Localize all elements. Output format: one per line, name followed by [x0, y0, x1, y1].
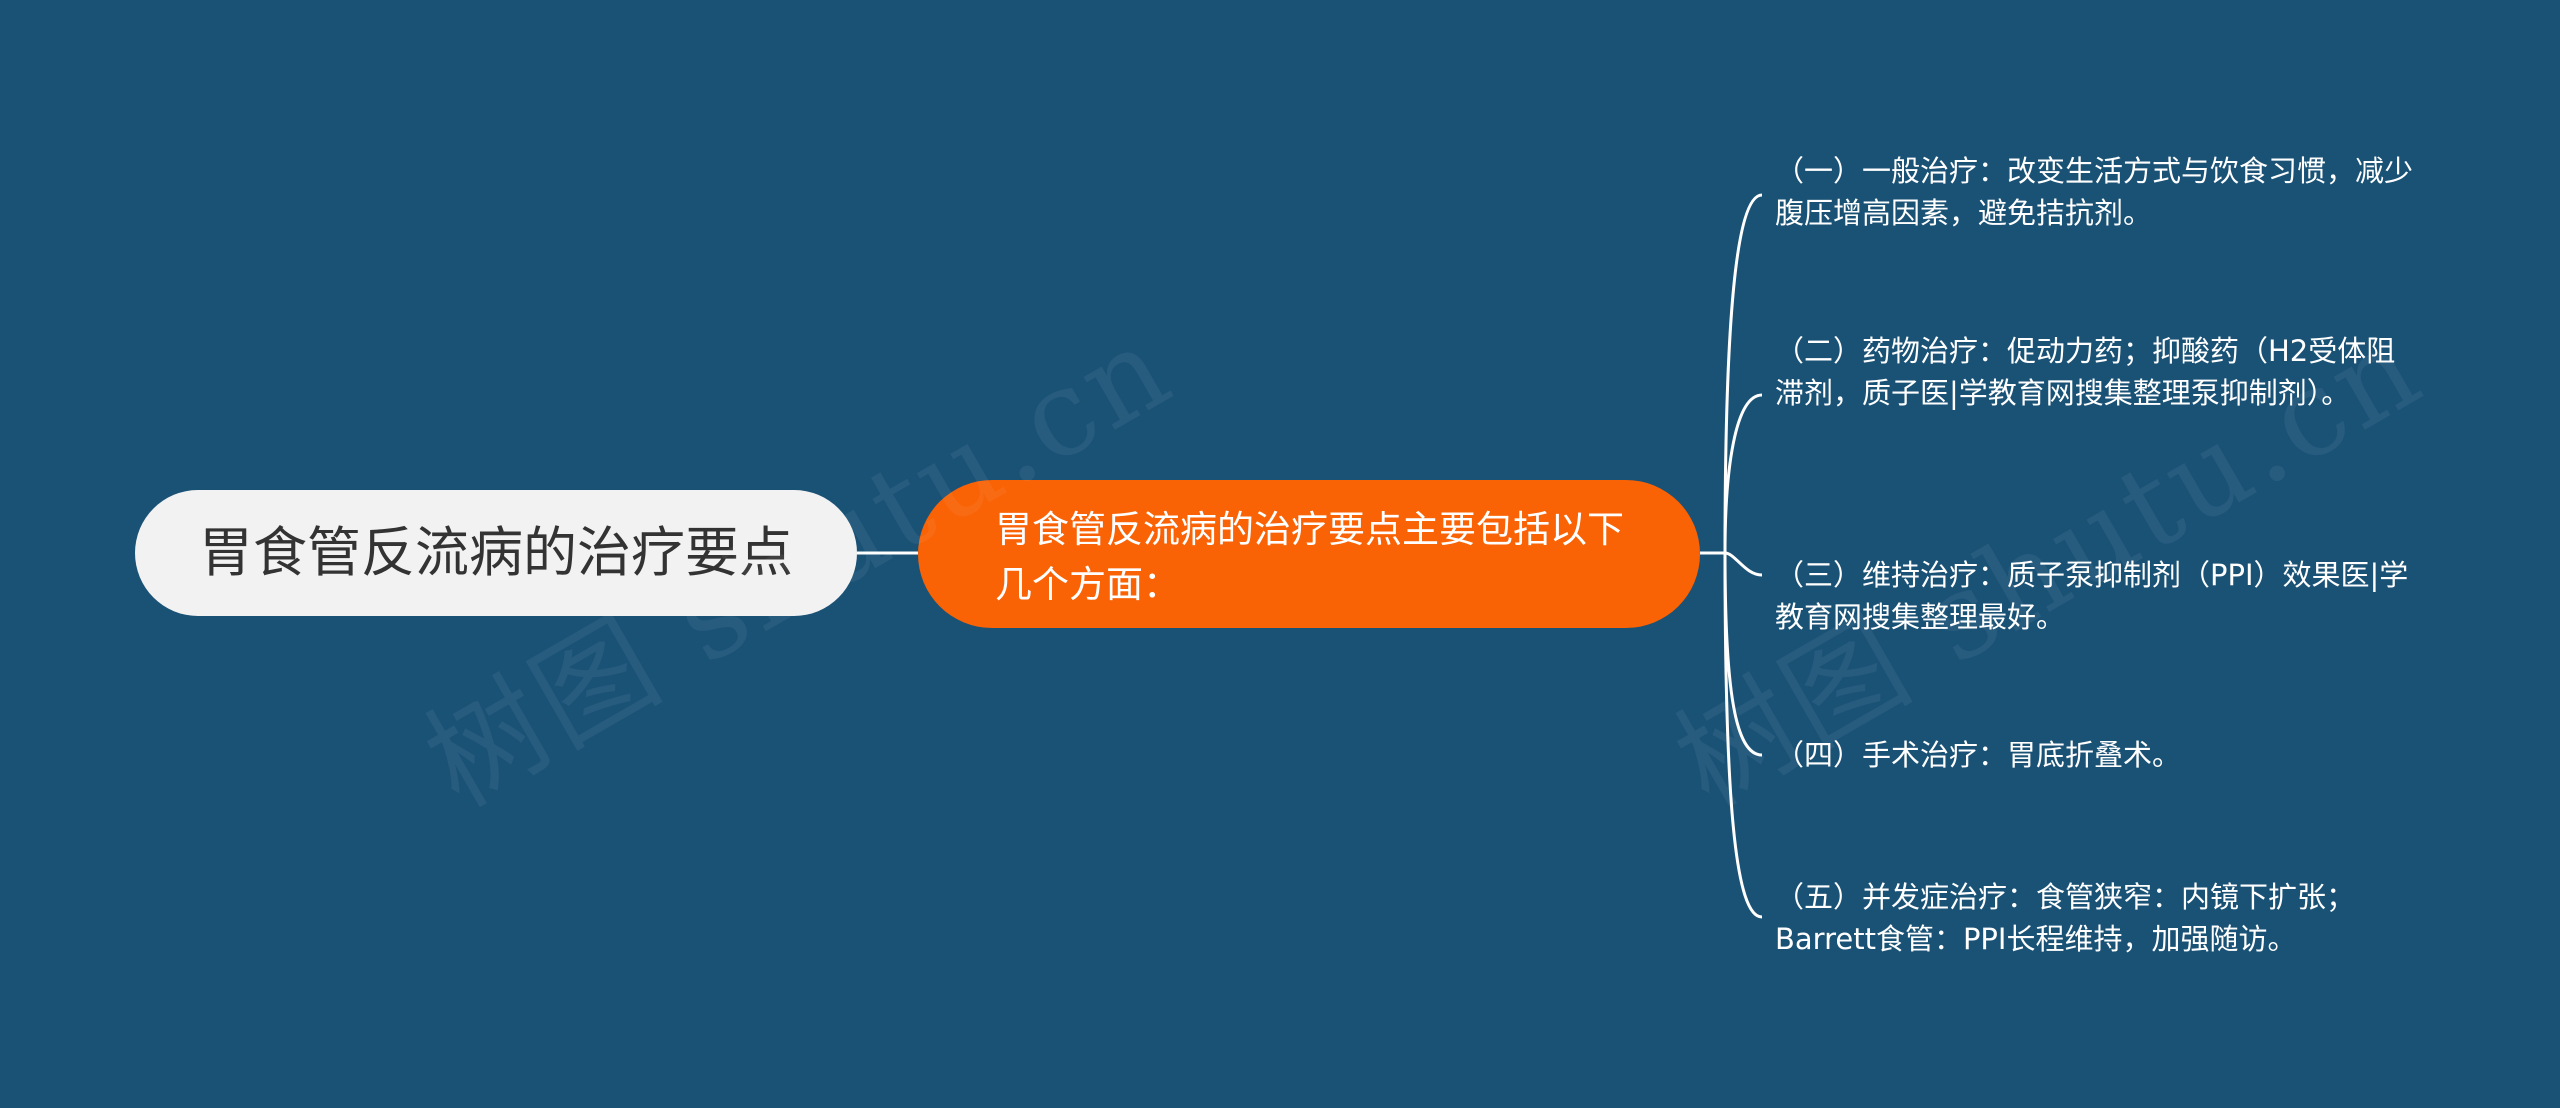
branch-node-maintenance-treatment[interactable]: （三）维持治疗：质子泵抑制剂（PPI）效果医|学教育网搜集整理最好。 [1775, 558, 2409, 634]
branch-connector-1 [1723, 193, 1763, 554]
main-topic-label: 胃食管反流病的治疗要点主要包括以下几个方面： [995, 508, 1624, 606]
branch-node-drug-treatment[interactable]: （二）药物治疗：促动力药；抑酸药（H2受体阻滞剂，质子医|学教育网搜集整理泵抑制… [1775, 334, 2396, 410]
branch-node-general-treatment[interactable]: （一）一般治疗：改变生活方式与饮食习惯，减少腹压增高因素，避免拮抗剂。 [1775, 154, 2414, 230]
root-node-label: 胃食管反流病的治疗要点 [199, 521, 793, 584]
branch-node-surgical-treatment[interactable]: （四）手术治疗：胃底折叠术。 [1775, 738, 2182, 772]
main-topic-node[interactable]: 胃食管反流病的治疗要点主要包括以下几个方面： [918, 480, 1700, 628]
branch-connector-2 [1723, 393, 1763, 554]
root-node[interactable]: 胃食管反流病的治疗要点 [135, 490, 857, 616]
branch-connector-3 [1724, 551, 1763, 577]
branch-node-complication-treatment[interactable]: （五）并发症治疗：食管狭窄：内镜下扩张；Barrett食管：PPI长程维持，加强… [1775, 880, 2356, 956]
